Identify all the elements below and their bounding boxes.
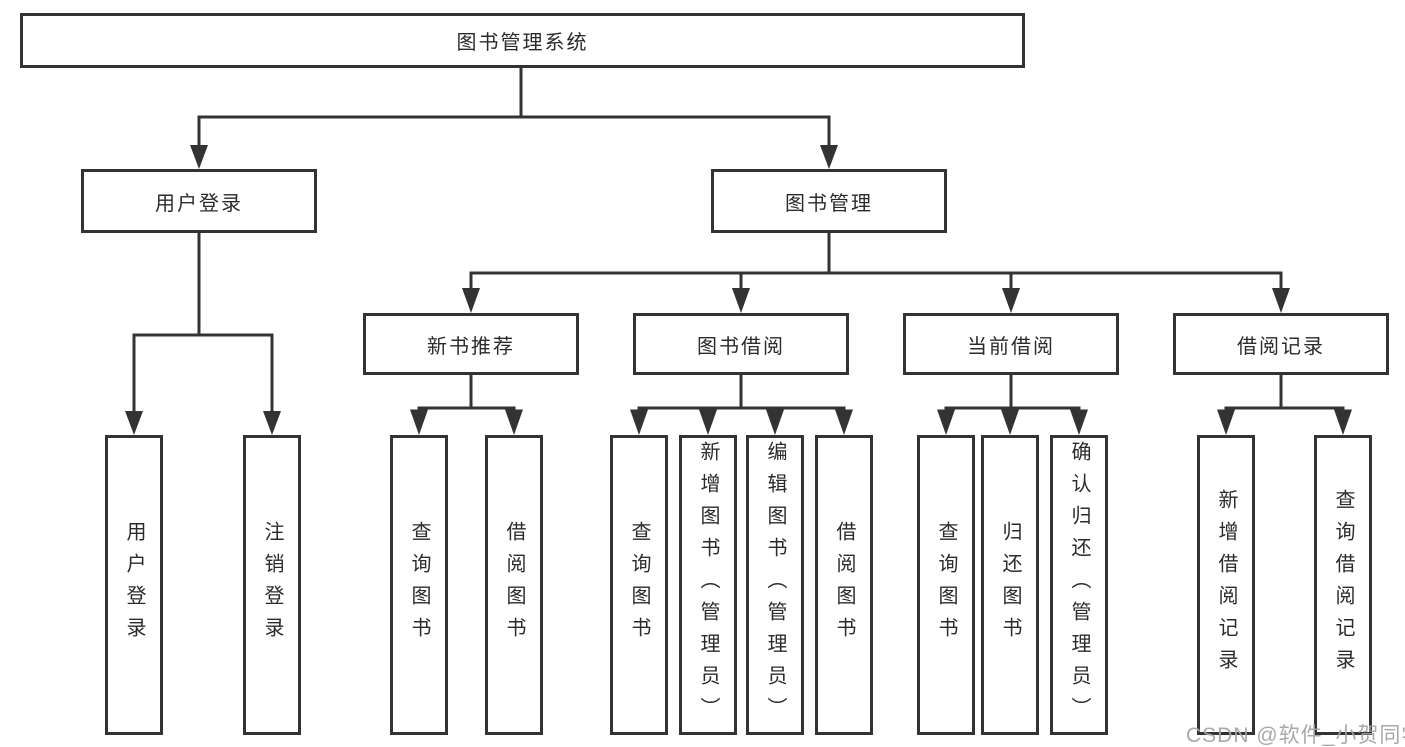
arrowhead [630, 409, 648, 435]
arrowhead [820, 145, 838, 169]
leaf-add-borrow-record: 新增借阅记录 [1197, 435, 1255, 735]
leaf-query-books-current: 查询图书 [917, 435, 975, 735]
arrowhead [1001, 409, 1019, 435]
node-label: 当前借阅 [967, 335, 1055, 358]
leaf-edit-book-admin: 编辑图书（管理员） [746, 435, 804, 735]
node-borrowing-records: 借阅记录 [1173, 313, 1389, 375]
node-root-library-system: 图书管理系统 [20, 13, 1025, 68]
arrowhead [699, 409, 717, 435]
arrowhead [1217, 409, 1235, 435]
connector-user-login-to-children [125, 233, 281, 435]
node-label: 新书推荐 [427, 335, 515, 358]
leaf-label: 查询图书 [935, 521, 957, 649]
node-label: 图书管理系统 [456, 32, 589, 54]
arrowhead [462, 288, 480, 313]
arrowhead [190, 145, 208, 169]
arrowhead [835, 409, 853, 435]
leaf-label: 新增借阅记录 [1215, 489, 1237, 681]
leaf-label: 查询图书 [628, 521, 650, 649]
leaf-logout: 注销登录 [243, 435, 301, 735]
connector-book-borrow-to-children [630, 375, 853, 435]
leaf-label: 借阅图书 [503, 521, 525, 649]
arrowhead [1070, 409, 1088, 435]
leaf-user-login: 用户登录 [105, 435, 163, 735]
arrowhead [732, 288, 750, 313]
arrowhead [1272, 288, 1290, 313]
leaf-borrow-books-recommend: 借阅图书 [485, 435, 543, 735]
arrowhead [766, 409, 784, 435]
leaf-query-borrow-record: 查询借阅记录 [1314, 435, 1372, 735]
arrowhead [1002, 288, 1020, 313]
connector-root-to-level2 [190, 68, 838, 169]
connector-borrow-record-to-children [1217, 375, 1352, 435]
node-label: 用户登录 [155, 192, 243, 215]
node-label: 借阅记录 [1237, 335, 1325, 358]
leaf-label: 注销登录 [261, 521, 283, 649]
arrowhead [505, 409, 523, 435]
node-new-book-recommend: 新书推荐 [363, 313, 579, 375]
leaf-label: 归还图书 [999, 521, 1021, 649]
arrowhead [410, 409, 428, 435]
leaf-label: 确认归还（管理员） [1068, 441, 1090, 729]
connector-current-borrow-to-children [937, 375, 1088, 435]
leaf-label: 借阅图书 [833, 521, 855, 649]
leaf-confirm-return-admin: 确认归还（管理员） [1050, 435, 1108, 735]
node-current-borrowing: 当前借阅 [903, 313, 1119, 375]
node-label: 图书借阅 [697, 335, 785, 358]
leaf-label: 查询借阅记录 [1332, 489, 1354, 681]
leaf-add-book-admin: 新增图书（管理员） [679, 435, 737, 735]
node-user-login: 用户登录 [81, 169, 317, 233]
leaf-return-books: 归还图书 [981, 435, 1039, 735]
arrowhead [263, 411, 281, 435]
node-book-borrowing: 图书借阅 [633, 313, 849, 375]
connector-new-book-rec-to-children [410, 375, 523, 435]
node-book-management: 图书管理 [711, 169, 947, 233]
arrowhead [125, 411, 143, 435]
node-label: 图书管理 [785, 192, 873, 215]
leaf-query-books-recommend: 查询图书 [390, 435, 448, 735]
csdn-watermark: CSDN @软件_小贺同学 [1186, 724, 1405, 747]
leaf-label: 新增图书（管理员） [697, 441, 719, 729]
arrowhead [937, 409, 955, 435]
leaf-query-books-borrowing: 查询图书 [610, 435, 668, 735]
arrowhead [1334, 409, 1352, 435]
leaf-label: 编辑图书（管理员） [764, 441, 786, 729]
leaf-label: 用户登录 [123, 521, 145, 649]
leaf-borrow-books: 借阅图书 [815, 435, 873, 735]
leaf-label: 查询图书 [408, 521, 430, 649]
connector-book-mgmt-to-level3 [462, 233, 1290, 313]
